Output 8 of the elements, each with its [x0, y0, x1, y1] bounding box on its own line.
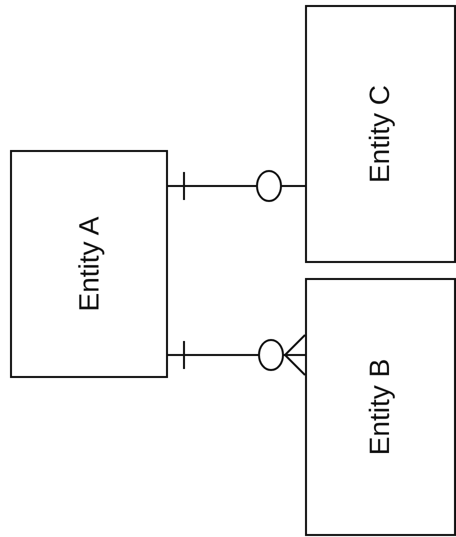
relationship-line: [168, 170, 305, 202]
relationship-line: [168, 334, 306, 376]
entity-box: [305, 278, 456, 536]
entity-name: Entity A: [73, 216, 105, 312]
entity-name: Entity B: [364, 358, 396, 456]
entity-box: [305, 5, 456, 263]
entity-box: [10, 150, 168, 378]
entity-name: Entity C: [364, 84, 396, 184]
